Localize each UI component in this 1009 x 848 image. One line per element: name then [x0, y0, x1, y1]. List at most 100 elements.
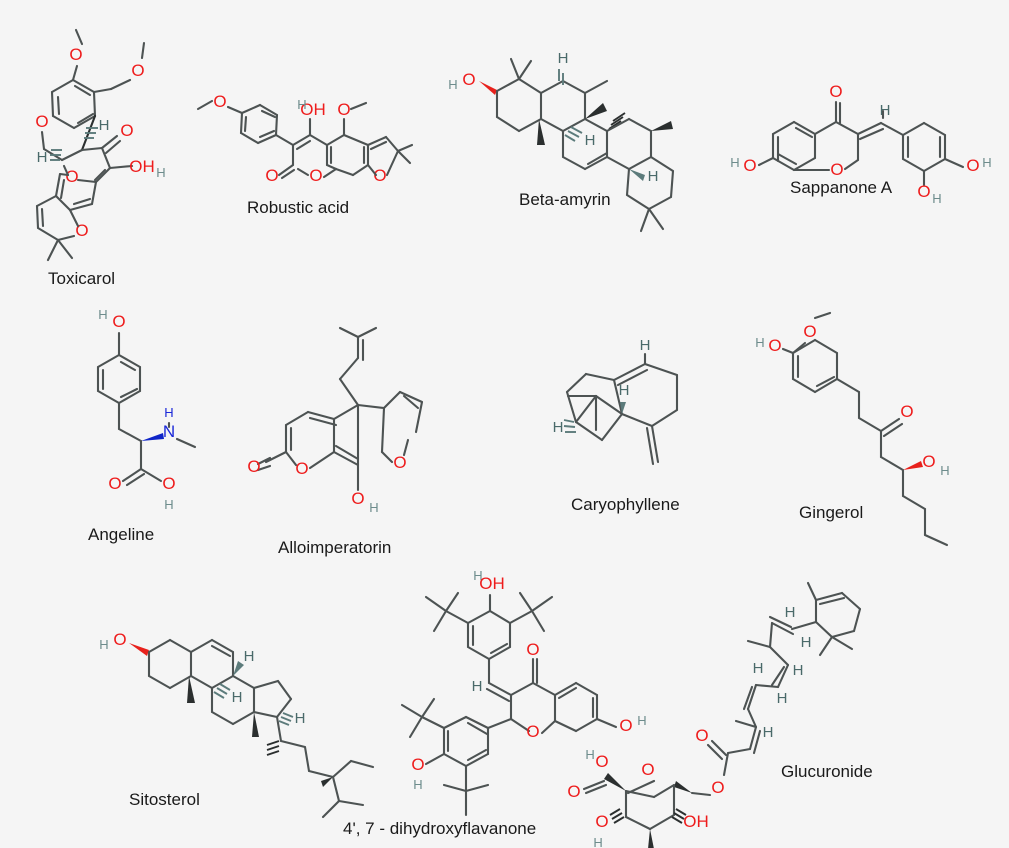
svg-text:H: H [755, 335, 764, 350]
svg-text:OH: OH [129, 157, 155, 176]
molecule-sappanone-a: H O O O H O H O H [725, 75, 1000, 206]
svg-text:O: O [213, 92, 226, 111]
molecule-toxicarol: O O O H H O O OH H O [20, 10, 210, 275]
molecule-glucuronide: H H H H H H O O O H O O OH O H O H [567, 575, 1000, 848]
svg-text:O: O [695, 726, 708, 745]
svg-text:O: O [830, 160, 843, 179]
svg-text:H: H [448, 77, 457, 92]
svg-text:H: H [593, 835, 602, 848]
svg-text:O: O [162, 474, 175, 493]
svg-text:H: H [244, 648, 255, 665]
svg-text:H: H [793, 662, 804, 679]
molecule-robustic-acid: O O O OH H O O [190, 85, 414, 195]
molecule-alloimperatorin: O O O O H [247, 322, 468, 542]
svg-text:H: H [473, 568, 482, 583]
svg-text:H: H [730, 155, 739, 170]
svg-text:O: O [351, 489, 364, 508]
svg-text:O: O [373, 166, 386, 185]
svg-text:O: O [131, 61, 144, 80]
svg-text:O: O [295, 459, 308, 478]
svg-text:O: O [743, 156, 756, 175]
molecule-angeline: H O N H O O H [85, 305, 225, 520]
label-gingerol: Gingerol [799, 503, 864, 522]
label-toxicarol: Toxicarol [48, 269, 116, 288]
svg-text:H: H [637, 713, 646, 728]
svg-text:O: O [120, 121, 133, 140]
label-glucuronide: Glucuronide [781, 762, 873, 781]
svg-text:O: O [265, 166, 278, 185]
svg-text:H: H [585, 132, 596, 149]
svg-text:O: O [411, 755, 424, 774]
svg-text:O: O [393, 453, 406, 472]
svg-text:H: H [164, 405, 173, 420]
svg-text:H: H [785, 604, 796, 621]
svg-text:H: H [801, 634, 812, 651]
svg-text:H: H [619, 382, 630, 399]
label-robustic-acid: Robustic acid [247, 198, 350, 217]
svg-text:O: O [595, 752, 608, 771]
svg-text:H: H [99, 117, 110, 134]
svg-text:O: O [69, 45, 82, 64]
molecule-sitosterol: H O H H H [95, 595, 385, 819]
svg-text:H: H [640, 337, 651, 354]
svg-text:O: O [526, 640, 539, 659]
svg-text:O: O [917, 182, 930, 201]
svg-text:O: O [900, 402, 913, 421]
label-sitosterol: Sitosterol [129, 790, 200, 809]
svg-text:H: H [99, 637, 108, 652]
svg-text:O: O [337, 100, 350, 119]
svg-text:OH: OH [300, 100, 326, 119]
svg-text:H: H [558, 50, 569, 67]
molecule-beta-amyrin: O H H H H [435, 25, 695, 265]
molecule-gingerol: O H O O O H [755, 305, 950, 547]
svg-text:H: H [369, 500, 378, 515]
molecule-caryophyllene: H H H [550, 330, 720, 490]
svg-text:O: O [65, 167, 78, 186]
svg-text:O: O [309, 166, 322, 185]
molecule-dihydroxyflavanone: H OH H O O O H [378, 565, 658, 840]
svg-text:H: H [982, 155, 991, 170]
svg-text:H: H [763, 724, 774, 741]
svg-text:O: O [595, 812, 608, 831]
label-beta-amyrin: Beta-amyrin [519, 190, 611, 209]
label-caryophyllene: Caryophyllene [571, 495, 680, 514]
svg-text:H: H [232, 689, 243, 706]
svg-text:O: O [462, 70, 475, 89]
svg-text:H: H [648, 168, 659, 185]
svg-text:H: H [156, 165, 165, 180]
svg-text:O: O [711, 778, 724, 797]
svg-text:H: H [932, 191, 941, 206]
svg-text:O: O [768, 336, 781, 355]
svg-text:OH: OH [479, 574, 505, 593]
label-dihydroxyflavanone: 4', 7 - dihydroxyflavanone [343, 819, 537, 838]
svg-text:H: H [164, 497, 173, 512]
svg-text:O: O [966, 156, 979, 175]
svg-text:H: H [295, 710, 306, 727]
svg-text:H: H [98, 307, 107, 322]
svg-text:O: O [526, 722, 539, 741]
svg-text:H: H [753, 660, 764, 677]
label-sappanone-a: Sappanone A [790, 178, 893, 197]
svg-text:OH: OH [683, 812, 709, 831]
svg-text:O: O [619, 716, 632, 735]
svg-text:O: O [113, 630, 126, 649]
svg-text:H: H [553, 419, 564, 436]
svg-text:H: H [297, 97, 306, 112]
svg-text:H: H [585, 747, 594, 762]
svg-text:H: H [777, 690, 788, 707]
svg-text:H: H [37, 149, 48, 166]
svg-text:H: H [472, 678, 483, 695]
label-angeline: Angeline [88, 525, 155, 544]
svg-text:O: O [567, 782, 580, 801]
svg-text:O: O [829, 82, 842, 101]
svg-text:O: O [35, 112, 48, 131]
svg-text:O: O [247, 457, 260, 476]
svg-text:H: H [880, 102, 891, 119]
svg-text:N: N [163, 422, 175, 441]
svg-text:O: O [922, 452, 935, 471]
svg-text:O: O [803, 322, 816, 341]
svg-text:O: O [108, 474, 121, 493]
svg-text:O: O [112, 312, 125, 331]
svg-text:O: O [641, 760, 654, 779]
svg-text:H: H [940, 463, 949, 478]
